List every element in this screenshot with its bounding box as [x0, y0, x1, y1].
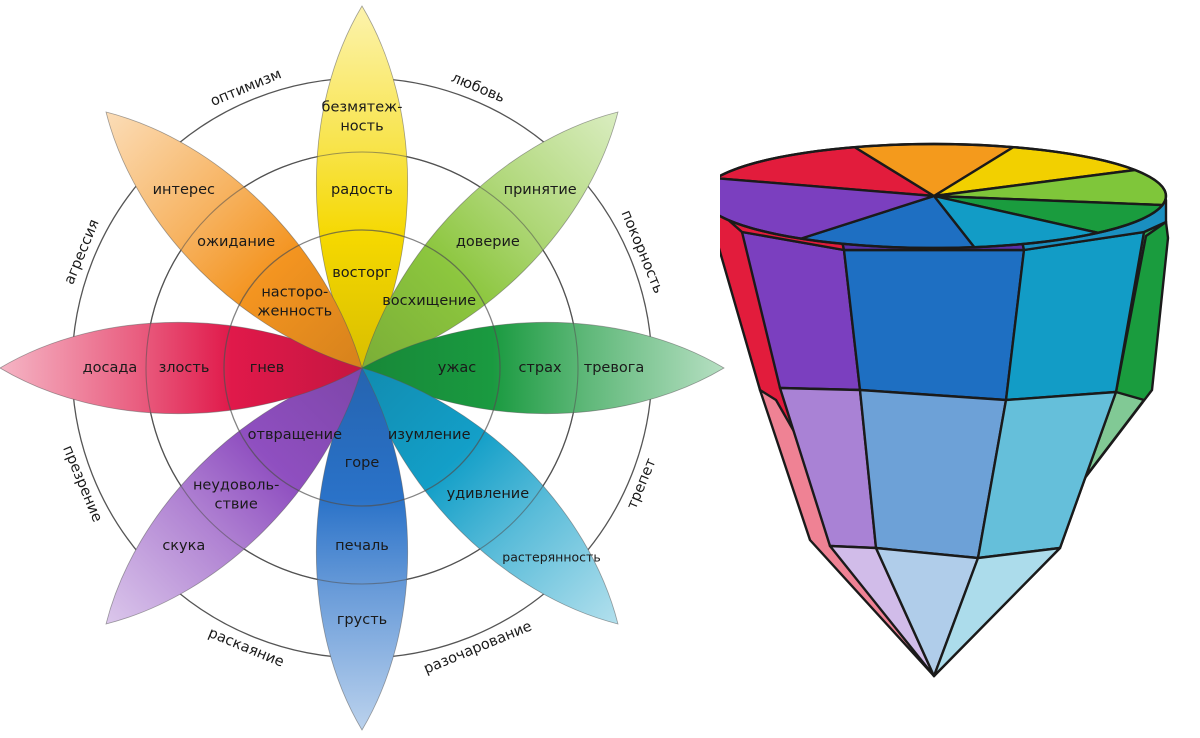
label-middle-disgust: неудоволь-ствие — [193, 477, 279, 512]
label-middle-anticipation: ожидание — [197, 234, 275, 250]
label-inner-trust: восхищение — [382, 293, 476, 309]
ring-middle-overlay — [145, 151, 579, 585]
label-middle-trust: доверие — [456, 234, 520, 250]
label-inner-anger-line: гнев — [250, 360, 285, 376]
plutchik-cone — [720, 142, 1170, 678]
label-outer-surprise: растерянность — [502, 549, 600, 564]
petal-shape — [0, 321, 363, 415]
cone-face-cyan-low — [932, 546, 1062, 678]
label-outer-surprise-line: растерянность — [502, 549, 600, 564]
petal-disgust — [105, 367, 363, 625]
label-outer-sadness-line: грусть — [337, 612, 387, 628]
petal-anticipation — [105, 111, 363, 369]
label-outer-trust-line: принятие — [504, 182, 577, 198]
label-inner-surprise-line: изумление — [388, 427, 471, 443]
label-middle-sadness-line: печаль — [335, 538, 389, 554]
dyad-label: раскаяние — [206, 625, 286, 671]
label-inner-anger: гнев — [250, 360, 285, 376]
petal-fear — [361, 321, 725, 415]
label-outer-joy-line: безмятеж- — [322, 100, 403, 116]
petal-shape — [361, 111, 619, 369]
petal-trust — [361, 111, 619, 369]
label-middle-disgust-line: неудоволь- — [193, 477, 279, 493]
label-inner-sadness: горе — [345, 455, 380, 471]
label-outer-anticipation-line: интерес — [153, 182, 215, 198]
dyad-label: покорность — [618, 208, 667, 296]
dyad-label: трепет — [624, 456, 659, 512]
label-outer-joy: безмятеж-ность — [322, 100, 403, 135]
petal-shape — [361, 321, 725, 415]
petal-anger — [0, 321, 363, 415]
label-outer-fear-line: тревога — [584, 360, 645, 376]
label-middle-fear: страх — [518, 360, 562, 376]
label-middle-joy: радость — [331, 182, 393, 198]
label-outer-joy-line: ность — [340, 119, 383, 135]
label-middle-surprise-line: удивление — [447, 486, 530, 502]
petal-surprise — [361, 367, 619, 625]
label-middle-fear-line: страх — [518, 360, 562, 376]
label-outer-trust: принятие — [504, 182, 577, 198]
petal-shape — [105, 111, 363, 369]
label-inner-disgust-line: отвращение — [248, 427, 342, 443]
label-inner-joy-line: восторг — [332, 265, 392, 281]
cone-top-outline — [720, 142, 1168, 250]
label-inner-fear-line: ужас — [438, 360, 477, 376]
petal-shape — [315, 367, 409, 731]
label-outer-anticipation: интерес — [153, 182, 215, 198]
label-inner-surprise: изумление — [388, 427, 471, 443]
cone-face-blue-top — [842, 248, 1026, 402]
label-middle-trust-line: доверие — [456, 234, 520, 250]
label-middle-anger: злость — [159, 360, 210, 376]
label-outer-disgust-line: скука — [162, 538, 205, 554]
dyad-label: оптимизм — [208, 66, 284, 110]
label-outer-anger-line: досада — [83, 360, 138, 376]
petal-sadness — [315, 367, 409, 731]
petal-shape — [105, 367, 363, 625]
label-outer-fear: тревога — [584, 360, 645, 376]
label-outer-anger: досада — [83, 360, 138, 376]
label-middle-anticipation-line: ожидание — [197, 234, 275, 250]
label-middle-surprise: удивление — [447, 486, 530, 502]
label-inner-sadness-line: горе — [345, 455, 380, 471]
ring-inner — [223, 229, 501, 507]
label-inner-fear: ужас — [438, 360, 477, 376]
plutchik-wheel: восторг радость безмятеж-ность восхищение до… — [0, 5, 725, 731]
label-inner-anticipation: насторо-женность — [257, 284, 332, 319]
label-inner-joy: восторг — [332, 265, 392, 281]
label-outer-sadness: грусть — [337, 612, 387, 628]
label-inner-trust-line: восхищение — [382, 293, 476, 309]
label-middle-sadness: печаль — [335, 538, 389, 554]
label-middle-joy-line: радость — [331, 182, 393, 198]
petal-shape — [315, 5, 409, 369]
label-inner-anticipation-line: женность — [257, 303, 332, 319]
label-outer-disgust: скука — [162, 538, 205, 554]
petal-shape — [361, 367, 619, 625]
petal-joy — [315, 5, 409, 369]
label-inner-anticipation-line: насторо- — [261, 284, 328, 300]
dyad-label: презрение — [59, 443, 105, 524]
label-inner-disgust: отвращение — [248, 427, 342, 443]
label-middle-disgust-line: ствие — [214, 496, 257, 512]
label-middle-anger-line: злость — [159, 360, 210, 376]
dyad-label: любовь — [449, 70, 507, 106]
